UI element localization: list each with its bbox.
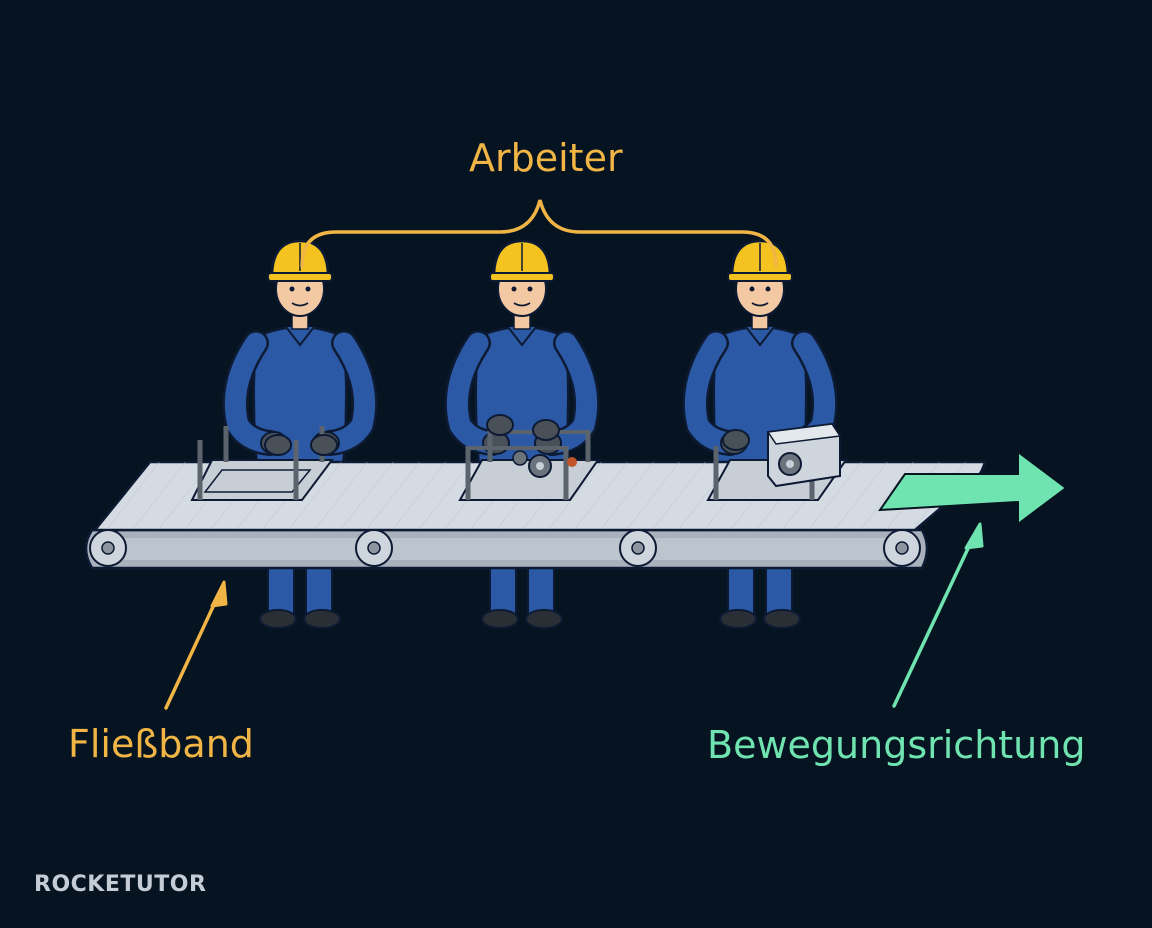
worker-2 (457, 241, 586, 628)
roller-1 (89, 529, 127, 567)
direction-pointer-arrow (892, 522, 984, 708)
direction-label: Bewegungsrichtung (707, 723, 1086, 767)
conveyor-pointer-arrow (164, 580, 228, 710)
direction-arrow (878, 450, 1068, 526)
roller-3 (619, 529, 657, 567)
roller-4 (883, 529, 921, 567)
conveyor-label: Fließband (68, 722, 254, 766)
worker-1 (235, 241, 364, 628)
workers-label: Arbeiter (469, 136, 623, 180)
workers-bracket (300, 199, 778, 268)
roller-2 (355, 529, 393, 567)
product-stage-3 (706, 422, 848, 501)
brand-logo: ROCKETUTOR (34, 872, 207, 897)
worker-hands-front (264, 414, 750, 456)
